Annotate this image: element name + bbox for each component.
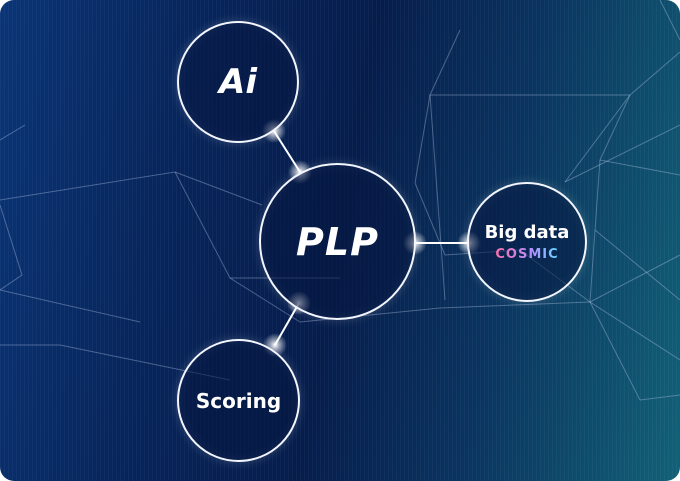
cosmic-logo: COSMIC bbox=[495, 247, 559, 262]
scoring-node: Scoring bbox=[177, 339, 300, 462]
big-data-node: Big data COSMIC bbox=[467, 182, 587, 302]
ai-label: Ai bbox=[219, 62, 257, 102]
scoring-label: Scoring bbox=[195, 388, 282, 413]
ai-node: Ai bbox=[177, 21, 299, 143]
plp-node: PLP bbox=[259, 163, 416, 320]
big-data-label: Big data bbox=[484, 222, 570, 243]
plp-label: PLP bbox=[296, 219, 379, 264]
